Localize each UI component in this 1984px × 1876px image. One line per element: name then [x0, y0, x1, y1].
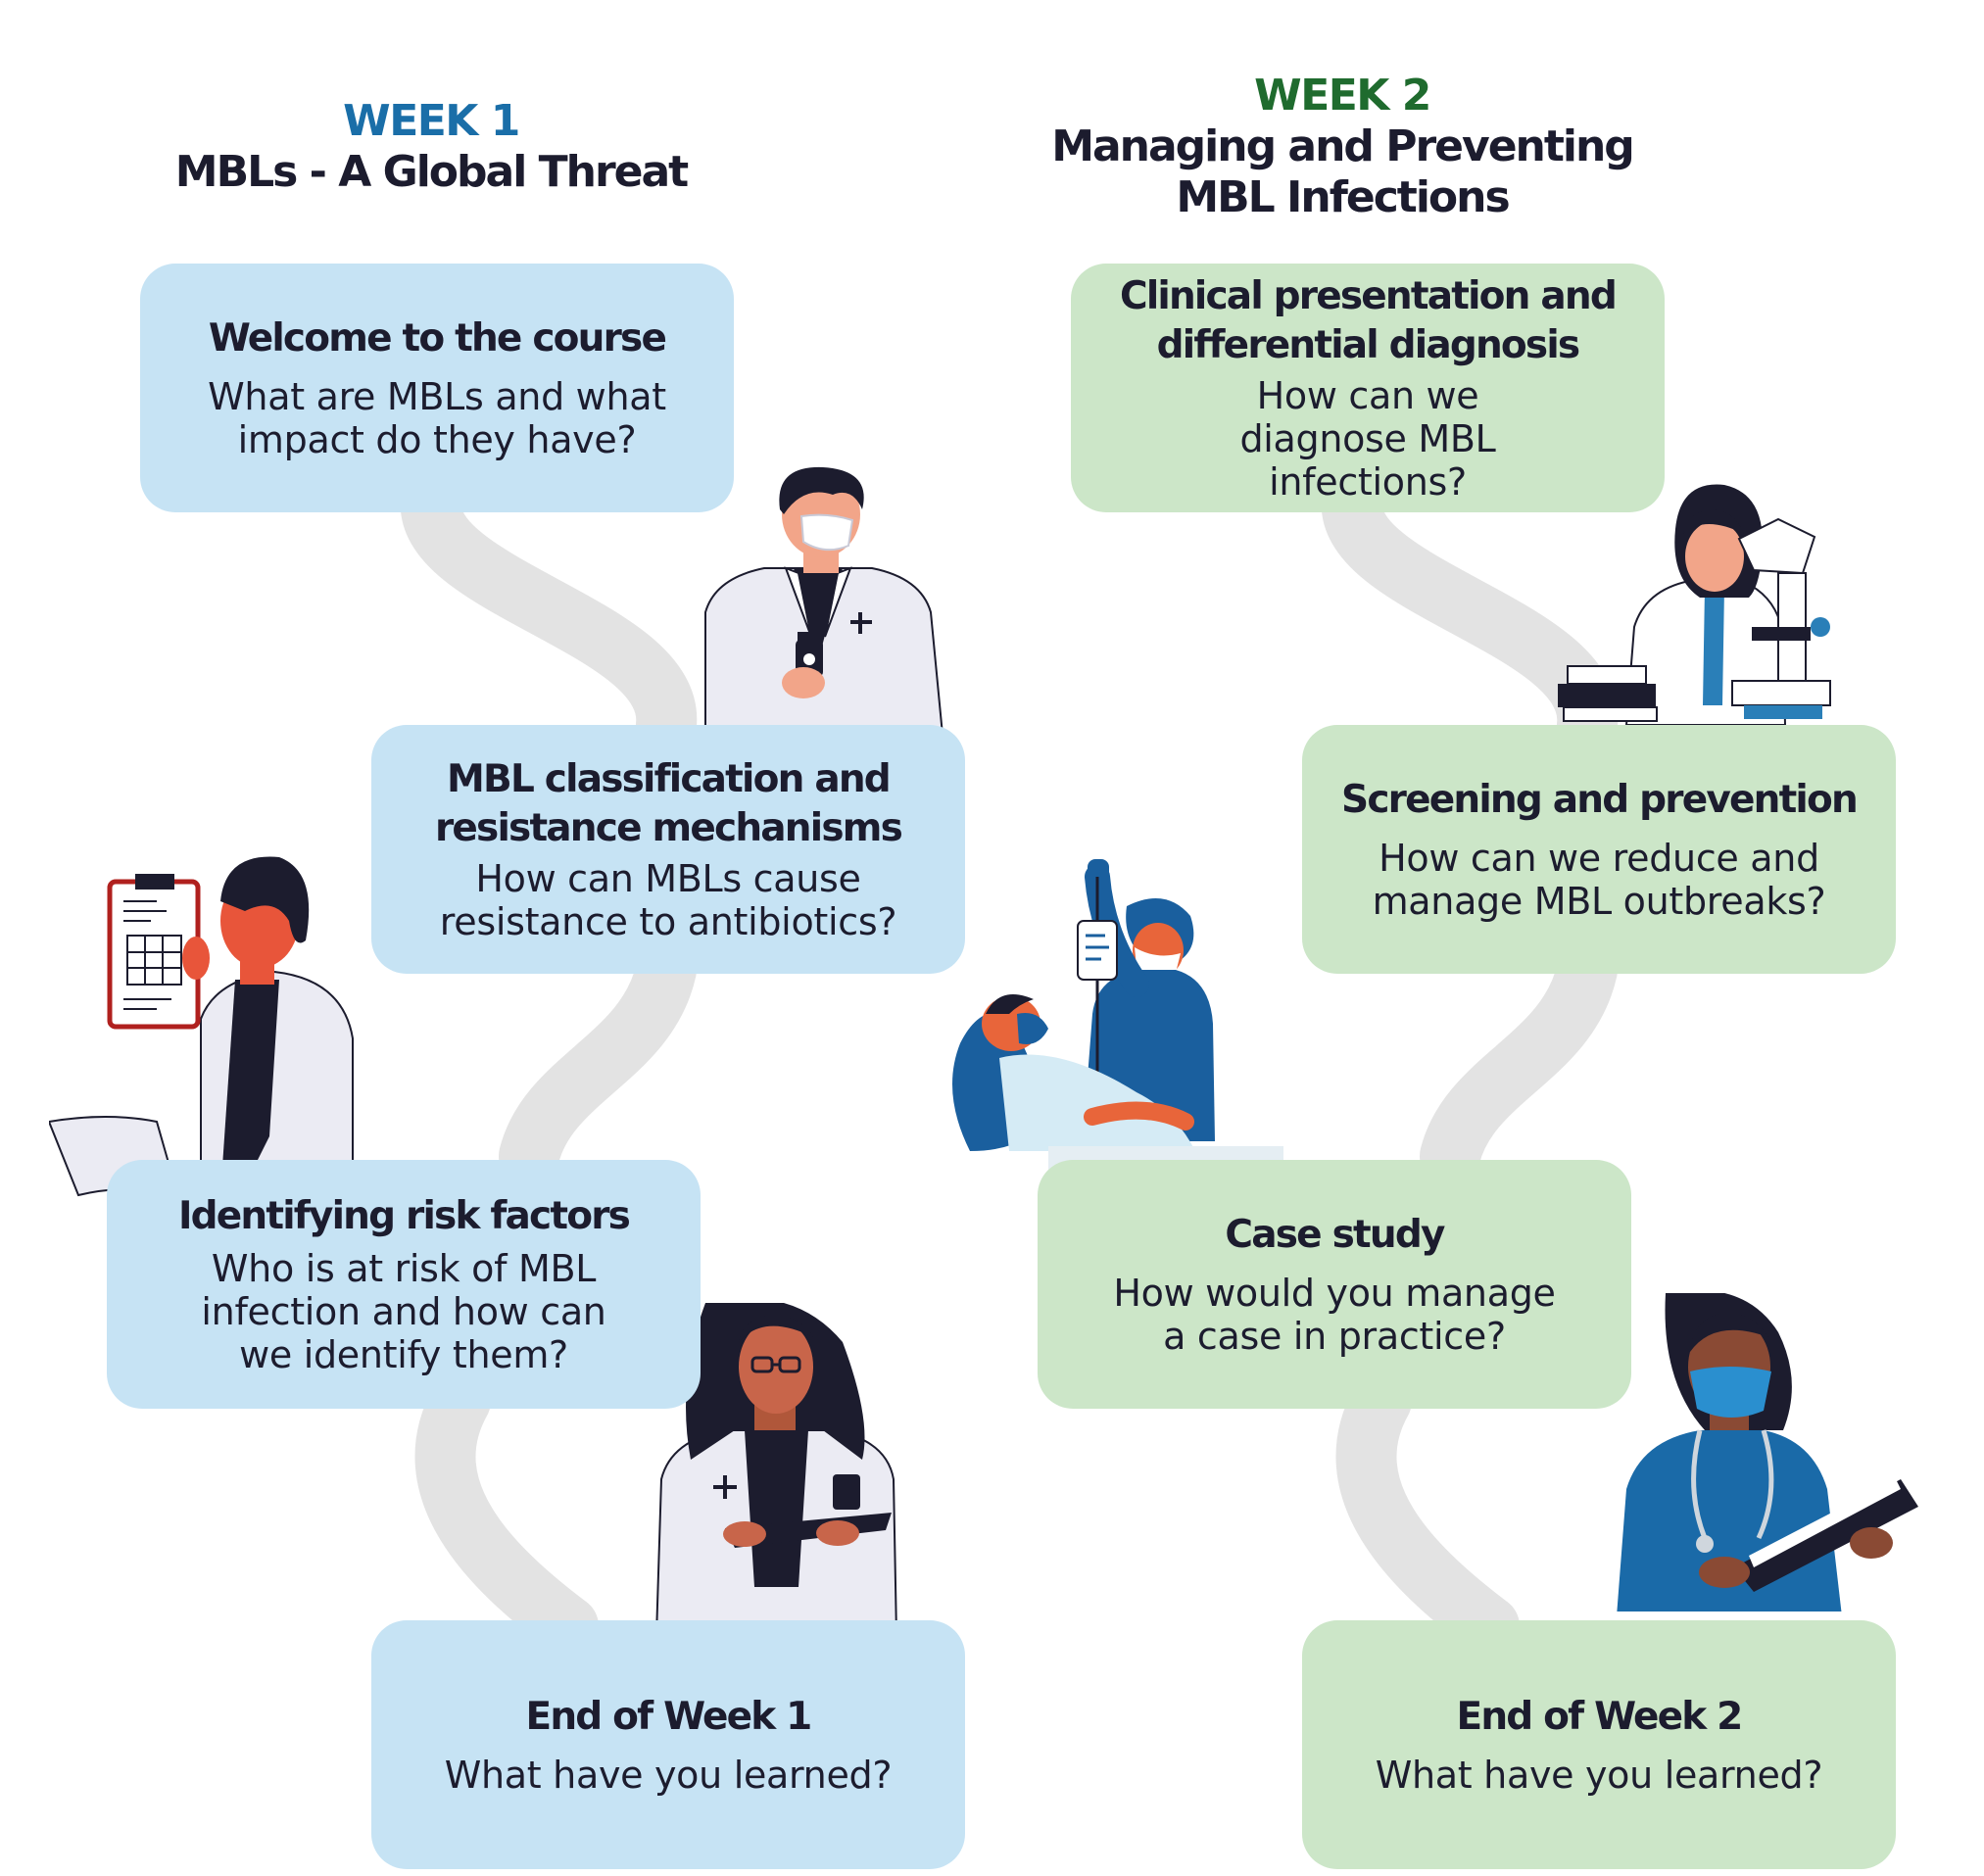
step-title: Welcome to the course [208, 316, 667, 361]
doctor-with-tablet-icon [654, 1303, 898, 1636]
step-question: How can we diagnose MBL infections? [1239, 374, 1496, 504]
week1-step-1-card: Welcome to the course What are MBLs and … [140, 264, 734, 512]
step-question: How can MBLs cause resistance to antibio… [439, 857, 897, 943]
week1-path [400, 469, 698, 1657]
step-question: How can we reduce and manage MBL outbrea… [1372, 837, 1826, 923]
step-title: Screening and prevention [1341, 778, 1859, 822]
step-title: MBL classification and resistance mechan… [434, 757, 903, 850]
week2-label: WEEK 2 [1254, 71, 1431, 120]
step-question: How would you manage a case in practice? [1113, 1272, 1556, 1358]
nurse-with-stethoscope-icon [1607, 1293, 1930, 1626]
scientist-with-microscope-icon [1558, 484, 1831, 725]
week2-step-1-card: Clinical presentation and differential d… [1071, 264, 1665, 512]
step-title: Case study [1225, 1213, 1445, 1257]
doctor-with-clipboard-icon [49, 856, 354, 1205]
week2-header: WEEK 2 Managing and Preventing MBL Infec… [1029, 71, 1656, 223]
week1-header: WEEK 1 MBLs - A Global Threat [137, 96, 725, 198]
week2-step-4-card: End of Week 2 What have you learned? [1302, 1620, 1896, 1869]
step-title: End of Week 2 [1456, 1695, 1743, 1739]
week1-title: MBLs - A Global Threat [174, 147, 689, 197]
step-question: What have you learned? [444, 1754, 893, 1797]
nurse-with-patient-iv-icon [952, 859, 1283, 1171]
week2-title-line-2: MBL Infections [1176, 172, 1510, 222]
week2-step-3-card: Case study How would you manage a case i… [1038, 1160, 1631, 1409]
step-title: Identifying risk factors [177, 1194, 631, 1238]
step-question: Who is at risk of MBL infection and how … [201, 1247, 606, 1376]
week2-title-line-1: Managing and Preventing [1051, 121, 1635, 171]
week2-path [1321, 469, 1619, 1657]
step-title: Clinical presentation and differential d… [1120, 274, 1618, 367]
step-question: What are MBLs and what impact do they ha… [208, 375, 666, 461]
week1-label: WEEK 1 [343, 96, 520, 146]
step-title: End of Week 1 [525, 1695, 812, 1739]
step-question: What have you learned? [1375, 1754, 1823, 1797]
week2-step-2-card: Screening and prevention How can we redu… [1302, 725, 1896, 974]
week1-step-2-card: MBL classification and resistance mechan… [371, 725, 965, 974]
week1-step-4-card: End of Week 1 What have you learned? [371, 1620, 965, 1869]
week1-step-3-card: Identifying risk factors Who is at risk … [107, 1160, 701, 1409]
doctor-with-medicine-bottle-icon [704, 466, 944, 735]
